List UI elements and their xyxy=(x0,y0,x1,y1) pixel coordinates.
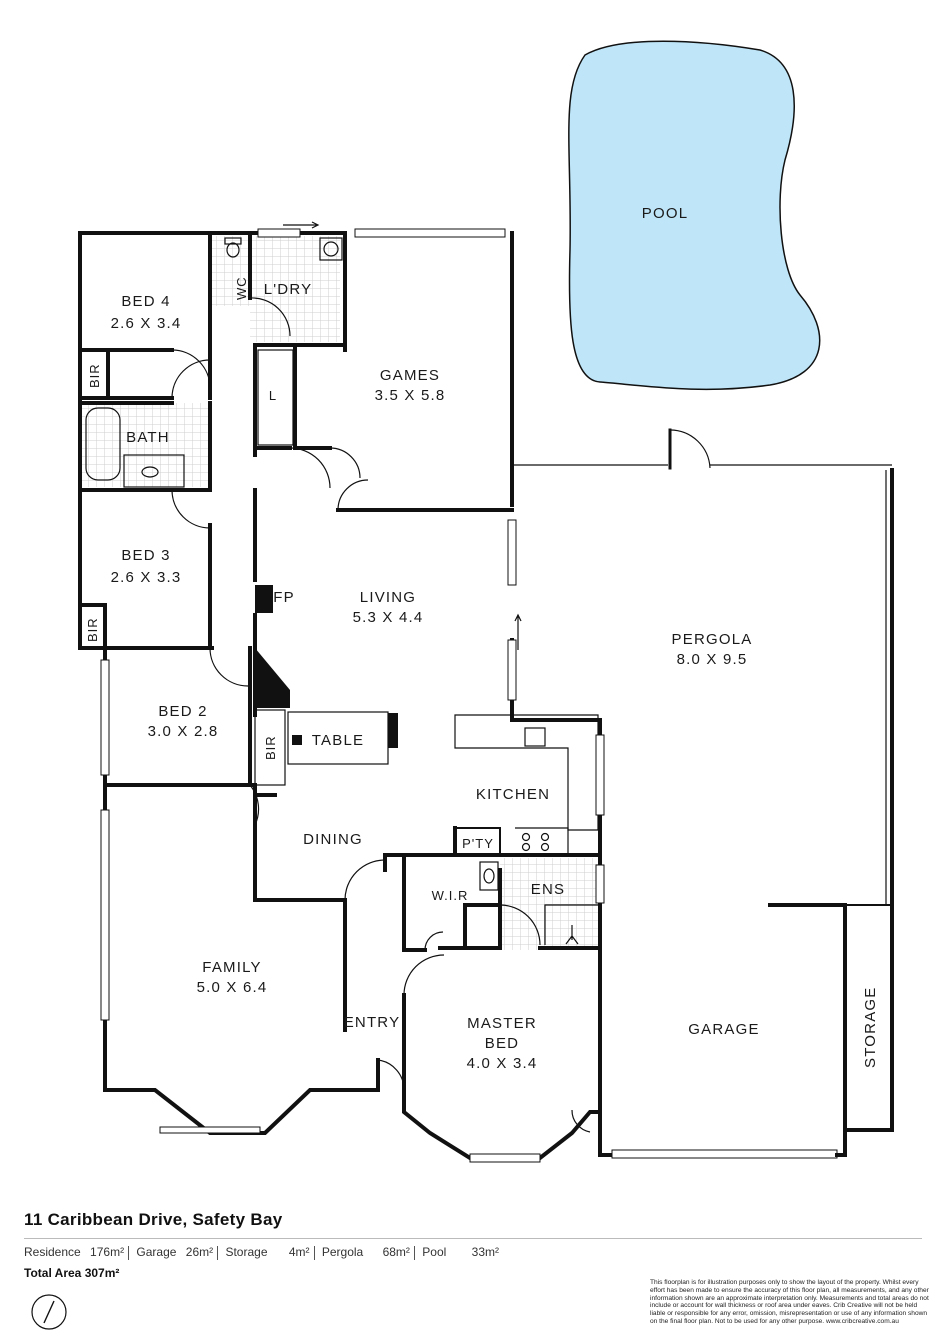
wc-cistern xyxy=(224,237,242,245)
dining-label: DINING xyxy=(303,831,363,848)
property-address: 11 Caribbean Drive, Safety Bay xyxy=(24,1210,283,1229)
area-label-residence: Residence xyxy=(24,1245,81,1259)
bed3-label: BED 3 xyxy=(121,547,170,564)
table-chair xyxy=(292,735,302,745)
fireplace-label: FP xyxy=(273,589,295,606)
wc-label: WC xyxy=(234,276,249,300)
footer-divider xyxy=(24,1238,922,1239)
bath-basin xyxy=(141,466,159,478)
area-separator xyxy=(413,1245,415,1260)
area-separator xyxy=(128,1245,130,1260)
bir-bed2-box xyxy=(254,709,286,786)
wc-tiles xyxy=(212,236,250,306)
bathtub xyxy=(85,407,121,481)
table-label: TABLE xyxy=(312,732,364,749)
laundry-label: L'DRY xyxy=(264,281,313,298)
area-value-garage: 26m² xyxy=(185,1245,214,1259)
area-value-pergola: 68m² xyxy=(382,1245,410,1259)
area-label-storage: Storage xyxy=(225,1245,268,1259)
linen-box xyxy=(257,349,294,446)
bed3-size: 2.6 X 3.3 xyxy=(111,569,182,586)
slide-arrow-living xyxy=(514,613,522,650)
garage-label: GARAGE xyxy=(688,1021,759,1038)
bath-tiles xyxy=(82,403,210,487)
pantry-label: P'TY xyxy=(462,836,494,851)
ensuite-label: ENS xyxy=(531,881,565,898)
wc-bowl xyxy=(226,242,240,258)
bir-bed3-label: BIR xyxy=(85,617,100,642)
kitchen-label: KITCHEN xyxy=(476,786,550,803)
area-label-pool: Pool xyxy=(422,1245,447,1259)
cooktop xyxy=(521,832,550,852)
floor-plan: POOL BED 4 2.6 X 3.4 WC L'DRY GAMES 3.5 … xyxy=(78,40,894,1163)
ensuite-tiles xyxy=(500,858,598,950)
chimney xyxy=(255,648,290,708)
area-value-storage: 4m² xyxy=(288,1245,310,1259)
games-size: 3.5 X 5.8 xyxy=(375,387,446,404)
area-label-garage: Garage xyxy=(136,1245,177,1259)
family-size: 5.0 X 6.4 xyxy=(197,979,268,996)
interior-walls xyxy=(78,231,602,1092)
slide-arrow-top xyxy=(283,221,320,229)
total-area: Total Area 307m² xyxy=(24,1266,119,1280)
bath-vanity xyxy=(123,454,185,488)
games-label: GAMES xyxy=(380,367,440,384)
north-compass-icon xyxy=(31,1294,67,1330)
bath-label: BATH xyxy=(126,429,170,446)
ensuite-vanity xyxy=(479,861,499,891)
disclaimer-text: This floorplan is for illustration purpo… xyxy=(650,1279,929,1325)
linen-label: L xyxy=(269,388,277,403)
cooktop-bench xyxy=(515,827,569,856)
area-breakdown: Residence 176m² Garage 26m² Storage 4m² … xyxy=(24,1245,499,1260)
family-label: FAMILY xyxy=(202,959,261,976)
storage-label: STORAGE xyxy=(862,987,879,1068)
garage-walls xyxy=(598,468,894,1159)
living-label: LIVING xyxy=(360,589,416,606)
laundry-tub xyxy=(319,237,343,261)
pool-shape xyxy=(568,40,821,391)
area-separator xyxy=(217,1245,219,1260)
table-end xyxy=(388,713,398,748)
bed2-size: 3.0 X 2.8 xyxy=(148,723,219,740)
shower-head xyxy=(565,925,579,945)
bir-bed4-label: BIR xyxy=(87,363,102,388)
laundry-tiles xyxy=(250,236,340,342)
total-area-value: 307m² xyxy=(84,1266,120,1280)
area-separator xyxy=(313,1245,315,1260)
master-label: MASTER xyxy=(467,1015,537,1032)
wir-label: W.I.R xyxy=(432,888,469,903)
laundry-machine xyxy=(323,241,339,257)
pool-label: POOL xyxy=(642,205,688,222)
master-label-2: BED xyxy=(485,1035,519,1052)
area-label-pergola: Pergola xyxy=(321,1245,364,1259)
area-value-residence: 176m² xyxy=(90,1245,125,1259)
bed4-label: BED 4 xyxy=(121,293,170,310)
windows xyxy=(100,228,605,1163)
kitchen-sink xyxy=(524,727,546,747)
fireplace-box xyxy=(255,585,273,613)
master-size: 4.0 X 3.4 xyxy=(467,1055,538,1072)
ensuite-basin xyxy=(483,868,495,884)
door-swings xyxy=(171,297,591,1133)
bed2-label: BED 2 xyxy=(158,703,207,720)
bed4-size: 2.6 X 3.4 xyxy=(111,315,182,332)
bir-bed2-label: BIR xyxy=(263,735,278,760)
pergola-outline xyxy=(512,428,892,905)
pergola-size: 8.0 X 9.5 xyxy=(677,651,748,668)
total-area-label: Total Area xyxy=(24,1266,82,1280)
area-value-pool: 33m² xyxy=(471,1245,499,1259)
kitchen-bench xyxy=(454,714,599,831)
garage-door xyxy=(611,1149,838,1159)
pergola-label: PERGOLA xyxy=(672,631,753,648)
living-size: 5.3 X 4.4 xyxy=(353,609,424,626)
shower-screen xyxy=(544,904,600,945)
entry-label: ENTRY xyxy=(344,1014,401,1031)
